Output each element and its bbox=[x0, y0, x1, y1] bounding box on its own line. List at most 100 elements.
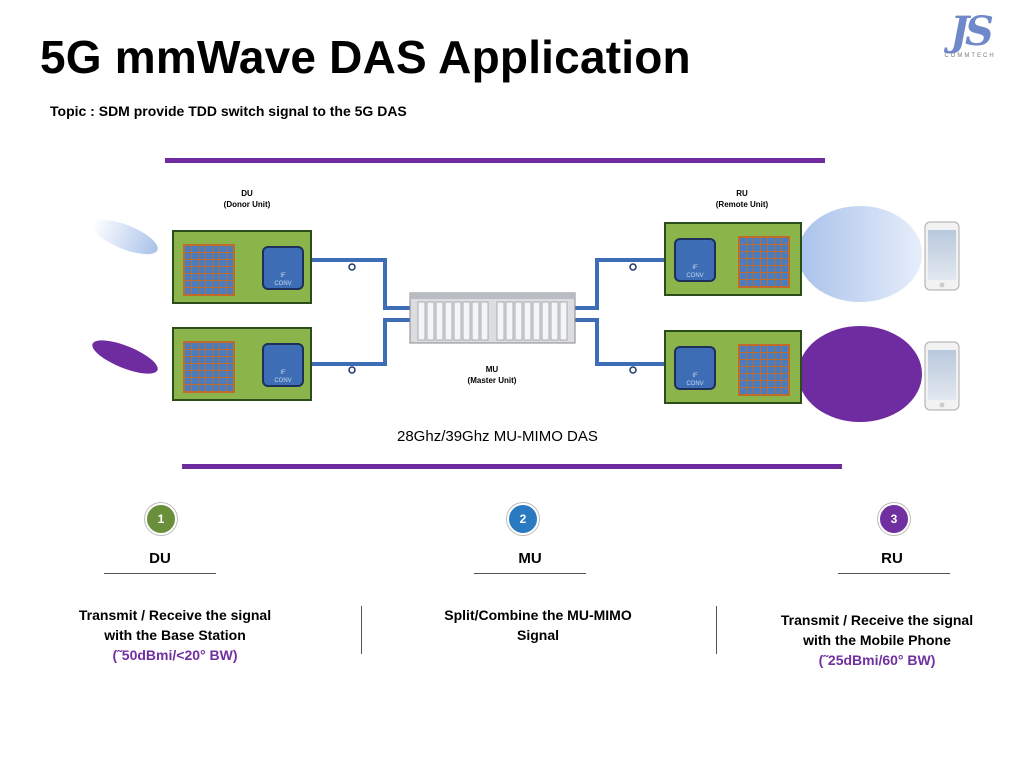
if-conv-text-1: IF bbox=[692, 265, 698, 271]
antenna-element bbox=[775, 238, 781, 244]
antenna-element bbox=[740, 259, 746, 265]
if-conv-text-1: IF bbox=[692, 373, 698, 379]
antenna-element bbox=[768, 346, 774, 352]
antenna-element bbox=[220, 281, 226, 287]
antenna-element bbox=[740, 374, 746, 380]
antenna-element bbox=[754, 252, 760, 258]
antenna-element bbox=[199, 260, 205, 266]
antenna-element bbox=[768, 252, 774, 258]
antenna-element bbox=[199, 246, 205, 252]
if-conv-text-1: IF bbox=[280, 370, 286, 376]
ru-name: RU bbox=[736, 189, 748, 198]
cable-du1-mu bbox=[310, 258, 412, 310]
antenna-element bbox=[775, 266, 781, 272]
antenna-element bbox=[192, 274, 198, 280]
antenna-element bbox=[740, 273, 746, 279]
antenna-element bbox=[199, 267, 205, 273]
antenna-element bbox=[768, 381, 774, 387]
antenna-element bbox=[227, 260, 233, 266]
antenna-element bbox=[775, 346, 781, 352]
cable-du2-mu bbox=[310, 318, 412, 366]
antenna-element bbox=[192, 385, 198, 391]
if-conv-text-2: CONV bbox=[274, 281, 292, 287]
das-diagram bbox=[92, 206, 960, 422]
antenna-element bbox=[754, 238, 760, 244]
antenna-element bbox=[782, 374, 788, 380]
antenna-element bbox=[747, 273, 753, 279]
if-conv-module: IF CONV bbox=[674, 238, 716, 282]
antenna-element bbox=[192, 288, 198, 294]
step-3-underline bbox=[838, 573, 950, 574]
if-conv-text-2: CONV bbox=[686, 273, 704, 279]
antenna-element bbox=[227, 253, 233, 259]
antenna-element bbox=[185, 267, 191, 273]
antenna-element bbox=[761, 360, 767, 366]
step-2-badge: 2 bbox=[507, 503, 539, 535]
antenna-element bbox=[185, 260, 191, 266]
if-conv-text-1: IF bbox=[280, 273, 286, 279]
antenna-element bbox=[747, 252, 753, 258]
antenna-element bbox=[206, 253, 212, 259]
antenna-element bbox=[761, 367, 767, 373]
antenna-element bbox=[768, 238, 774, 244]
antenna-element bbox=[220, 378, 226, 384]
antenna-element bbox=[768, 388, 774, 394]
step-1-badge: 1 bbox=[145, 503, 177, 535]
antenna-element bbox=[220, 274, 226, 280]
du-label: DU (Donor Unit) bbox=[197, 188, 297, 210]
antenna-element bbox=[740, 245, 746, 251]
antenna-element bbox=[220, 364, 226, 370]
antenna-element bbox=[220, 246, 226, 252]
antenna-element bbox=[747, 245, 753, 251]
logo-caption: COMMTECH bbox=[944, 53, 996, 59]
antenna-element bbox=[761, 259, 767, 265]
antenna-element bbox=[775, 360, 781, 366]
antenna-element bbox=[192, 357, 198, 363]
antenna-element bbox=[192, 253, 198, 259]
antenna-array bbox=[738, 344, 790, 396]
mobile-phone-upper bbox=[924, 221, 960, 291]
cable-mu-ru1 bbox=[575, 258, 665, 310]
antenna-element bbox=[747, 360, 753, 366]
step-3-name: RU bbox=[881, 550, 903, 567]
antenna-element bbox=[761, 238, 767, 244]
antenna-element bbox=[192, 267, 198, 273]
antenna-element bbox=[782, 360, 788, 366]
antenna-element bbox=[213, 357, 219, 363]
antenna-element bbox=[754, 273, 760, 279]
column-separator bbox=[361, 606, 362, 654]
step-2-underline bbox=[474, 573, 586, 574]
antenna-element bbox=[761, 252, 767, 258]
antenna-element bbox=[206, 350, 212, 356]
antenna-element bbox=[227, 288, 233, 294]
if-conv-module: IF CONV bbox=[262, 343, 304, 387]
antenna-element bbox=[740, 388, 746, 394]
mu-chassis bbox=[409, 292, 576, 344]
antenna-element bbox=[227, 378, 233, 384]
antenna-element bbox=[192, 371, 198, 377]
antenna-element bbox=[740, 280, 746, 286]
antenna-element bbox=[213, 343, 219, 349]
antenna-element bbox=[213, 378, 219, 384]
antenna-element bbox=[213, 281, 219, 287]
antenna-element bbox=[199, 274, 205, 280]
antenna-element bbox=[192, 281, 198, 287]
ru-fullname: (Remote Unit) bbox=[715, 200, 769, 209]
antenna-element bbox=[768, 266, 774, 272]
antenna-element bbox=[782, 259, 788, 265]
antenna-element bbox=[213, 246, 219, 252]
antenna-element bbox=[206, 378, 212, 384]
antenna-element bbox=[761, 245, 767, 251]
antenna-element bbox=[747, 381, 753, 387]
antenna-element bbox=[206, 357, 212, 363]
antenna-element bbox=[206, 260, 212, 266]
du-board-upper: IF CONV bbox=[172, 230, 312, 304]
antenna-element bbox=[213, 385, 219, 391]
cable-mu-ru2 bbox=[575, 318, 665, 366]
step-1-description: Transmit / Receive the signal with the B… bbox=[55, 605, 295, 665]
antenna-element bbox=[747, 374, 753, 380]
antenna-element bbox=[227, 357, 233, 363]
antenna-element bbox=[227, 246, 233, 252]
antenna-element bbox=[747, 346, 753, 352]
antenna-element bbox=[768, 360, 774, 366]
